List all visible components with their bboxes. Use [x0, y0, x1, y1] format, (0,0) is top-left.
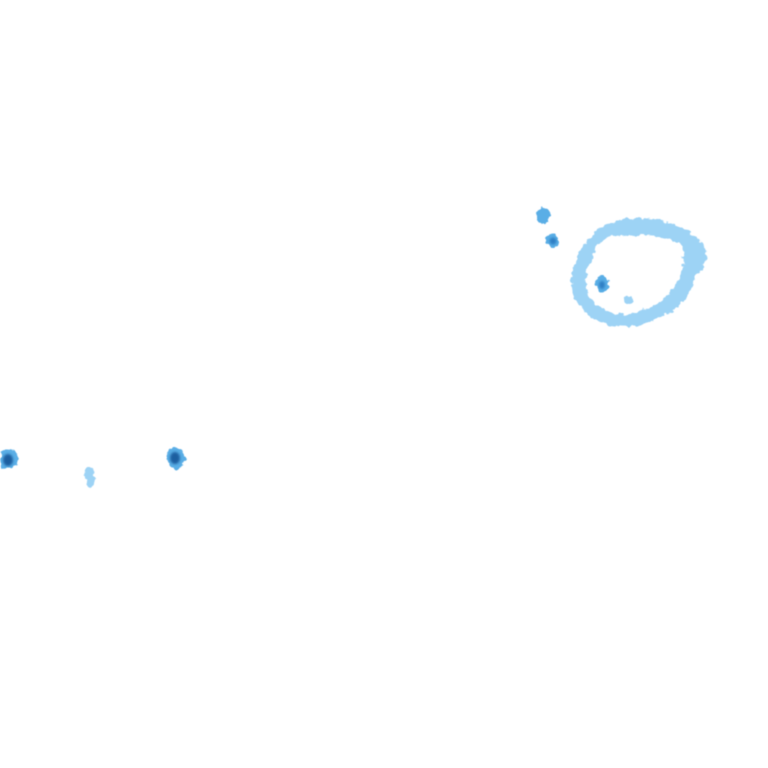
echo-core-ring	[599, 281, 605, 289]
echo-core-e	[170, 452, 180, 464]
echo-cell-a	[536, 208, 550, 224]
echo-ring-outer	[571, 217, 707, 327]
echo-ring-inner-speck	[623, 296, 633, 304]
echo-cell-d	[85, 467, 95, 487]
echo-cluster-large-ring	[571, 217, 707, 327]
echo-cluster-west	[0, 447, 185, 487]
echo-core-b	[549, 237, 557, 245]
echo-core-c	[3, 454, 13, 466]
echo-cores	[3, 237, 605, 466]
